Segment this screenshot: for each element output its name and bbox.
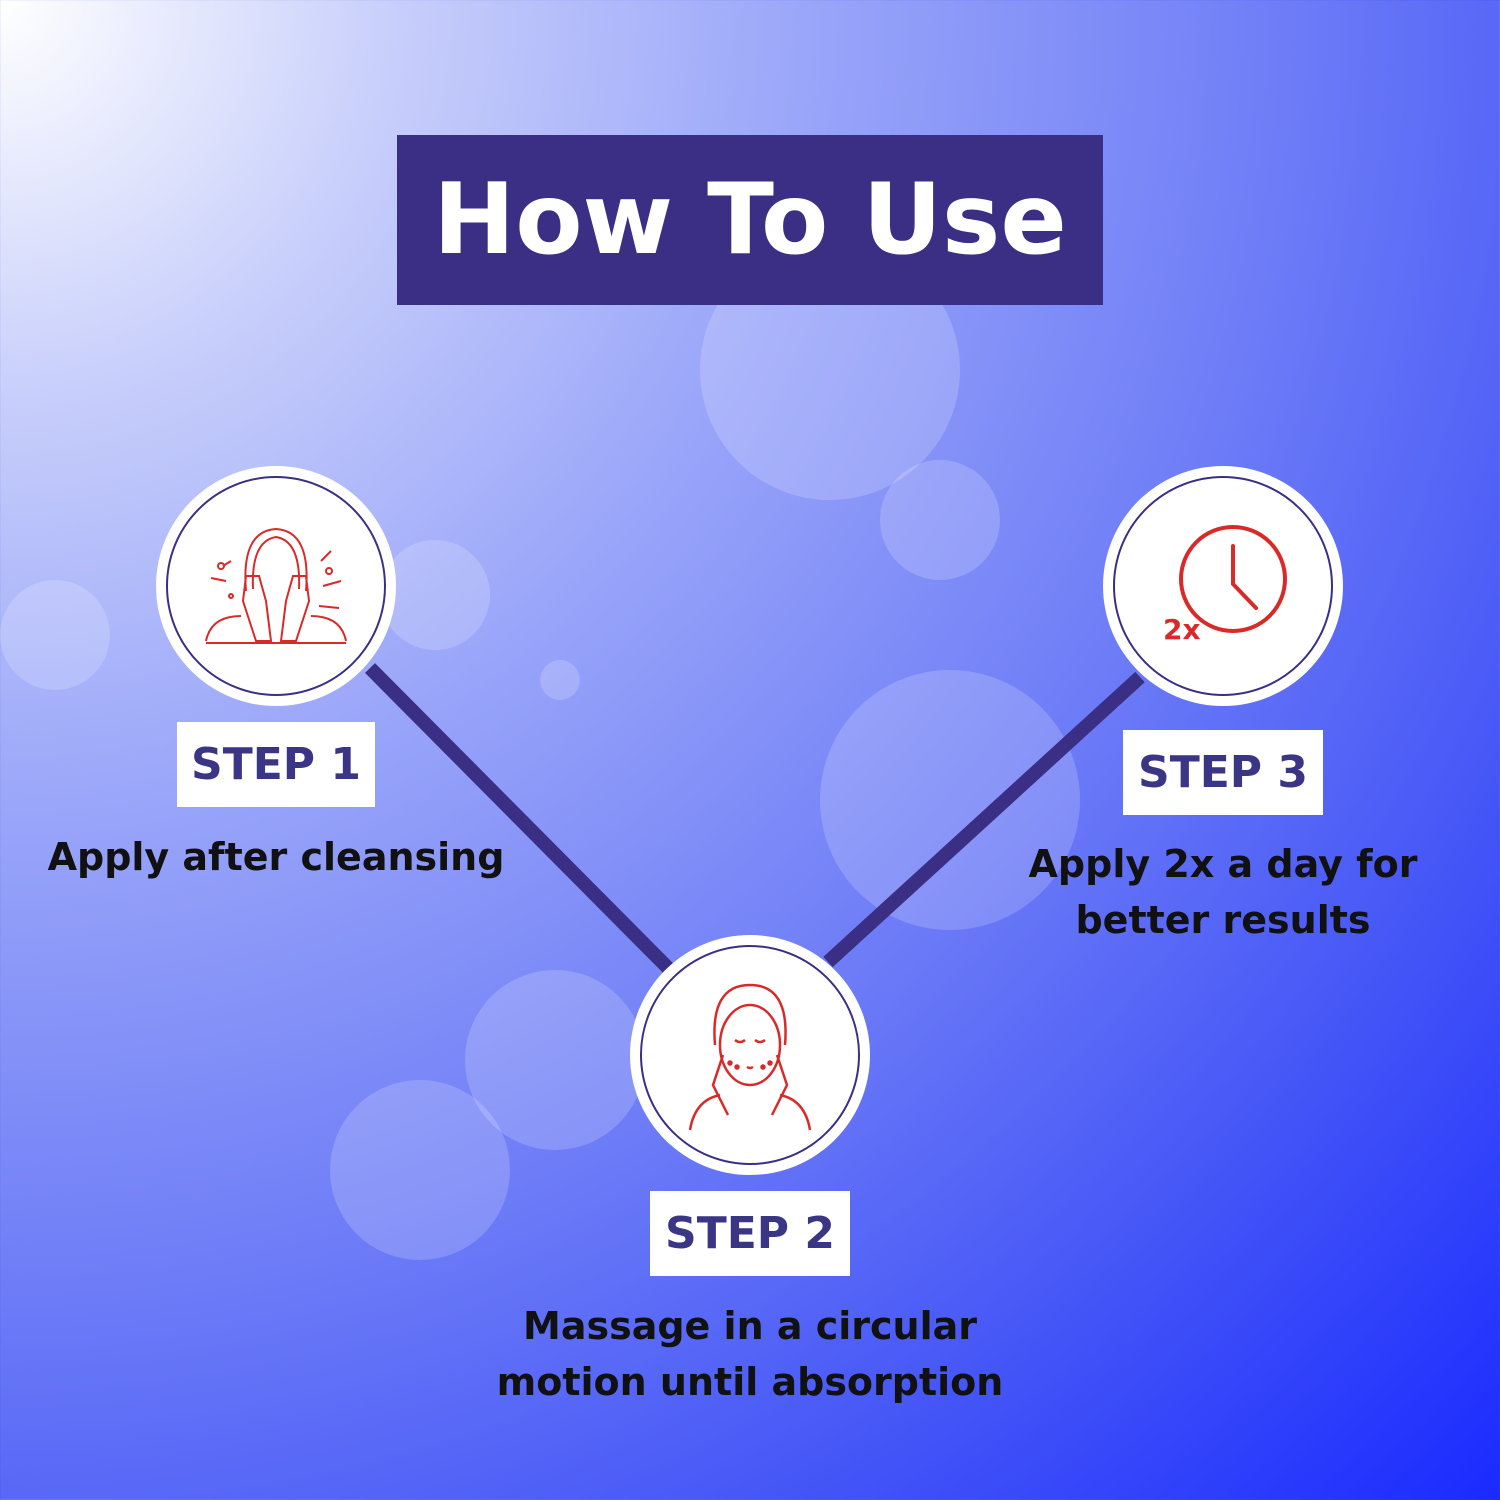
step2-description: Massage in a circular motion until absor… <box>450 1298 1050 1410</box>
step3-label: STEP 3 <box>1123 730 1323 815</box>
step2-description-line: motion until absorption <box>496 1360 1004 1404</box>
connector-step1-step2 <box>365 663 673 973</box>
step3-description-line: Apply 2x a day for <box>1028 842 1418 886</box>
step1-description-line: Apply after cleansing <box>47 835 505 879</box>
bokeh-decoration <box>820 670 1080 930</box>
step3-description-line: better results <box>1075 898 1371 942</box>
bokeh-decoration <box>330 1080 510 1260</box>
bokeh-decoration <box>0 580 110 690</box>
step1-icon-circle <box>156 466 396 706</box>
face-washing-icon <box>205 527 347 644</box>
page-title: How To Use <box>397 135 1103 305</box>
step3-description: Apply 2x a day for better results <box>923 836 1500 948</box>
bokeh-decoration <box>465 970 645 1150</box>
connector-step3-step2 <box>823 671 1145 968</box>
step1-label: STEP 1 <box>177 722 375 807</box>
step3-icon-circle: 2x <box>1103 466 1343 706</box>
step2-label: STEP 2 <box>650 1191 850 1276</box>
step2-description-line: Massage in a circular <box>523 1304 977 1348</box>
face-massage-icon <box>688 983 812 1131</box>
bokeh-decoration <box>540 660 580 700</box>
step2-icon-circle <box>630 935 870 1175</box>
bokeh-decoration <box>380 540 490 650</box>
step1-description: Apply after cleansing <box>0 829 576 885</box>
twice-text: 2x <box>1163 613 1201 646</box>
clock-twice-icon: 2x <box>1163 525 1287 646</box>
bokeh-decoration <box>880 460 1000 580</box>
